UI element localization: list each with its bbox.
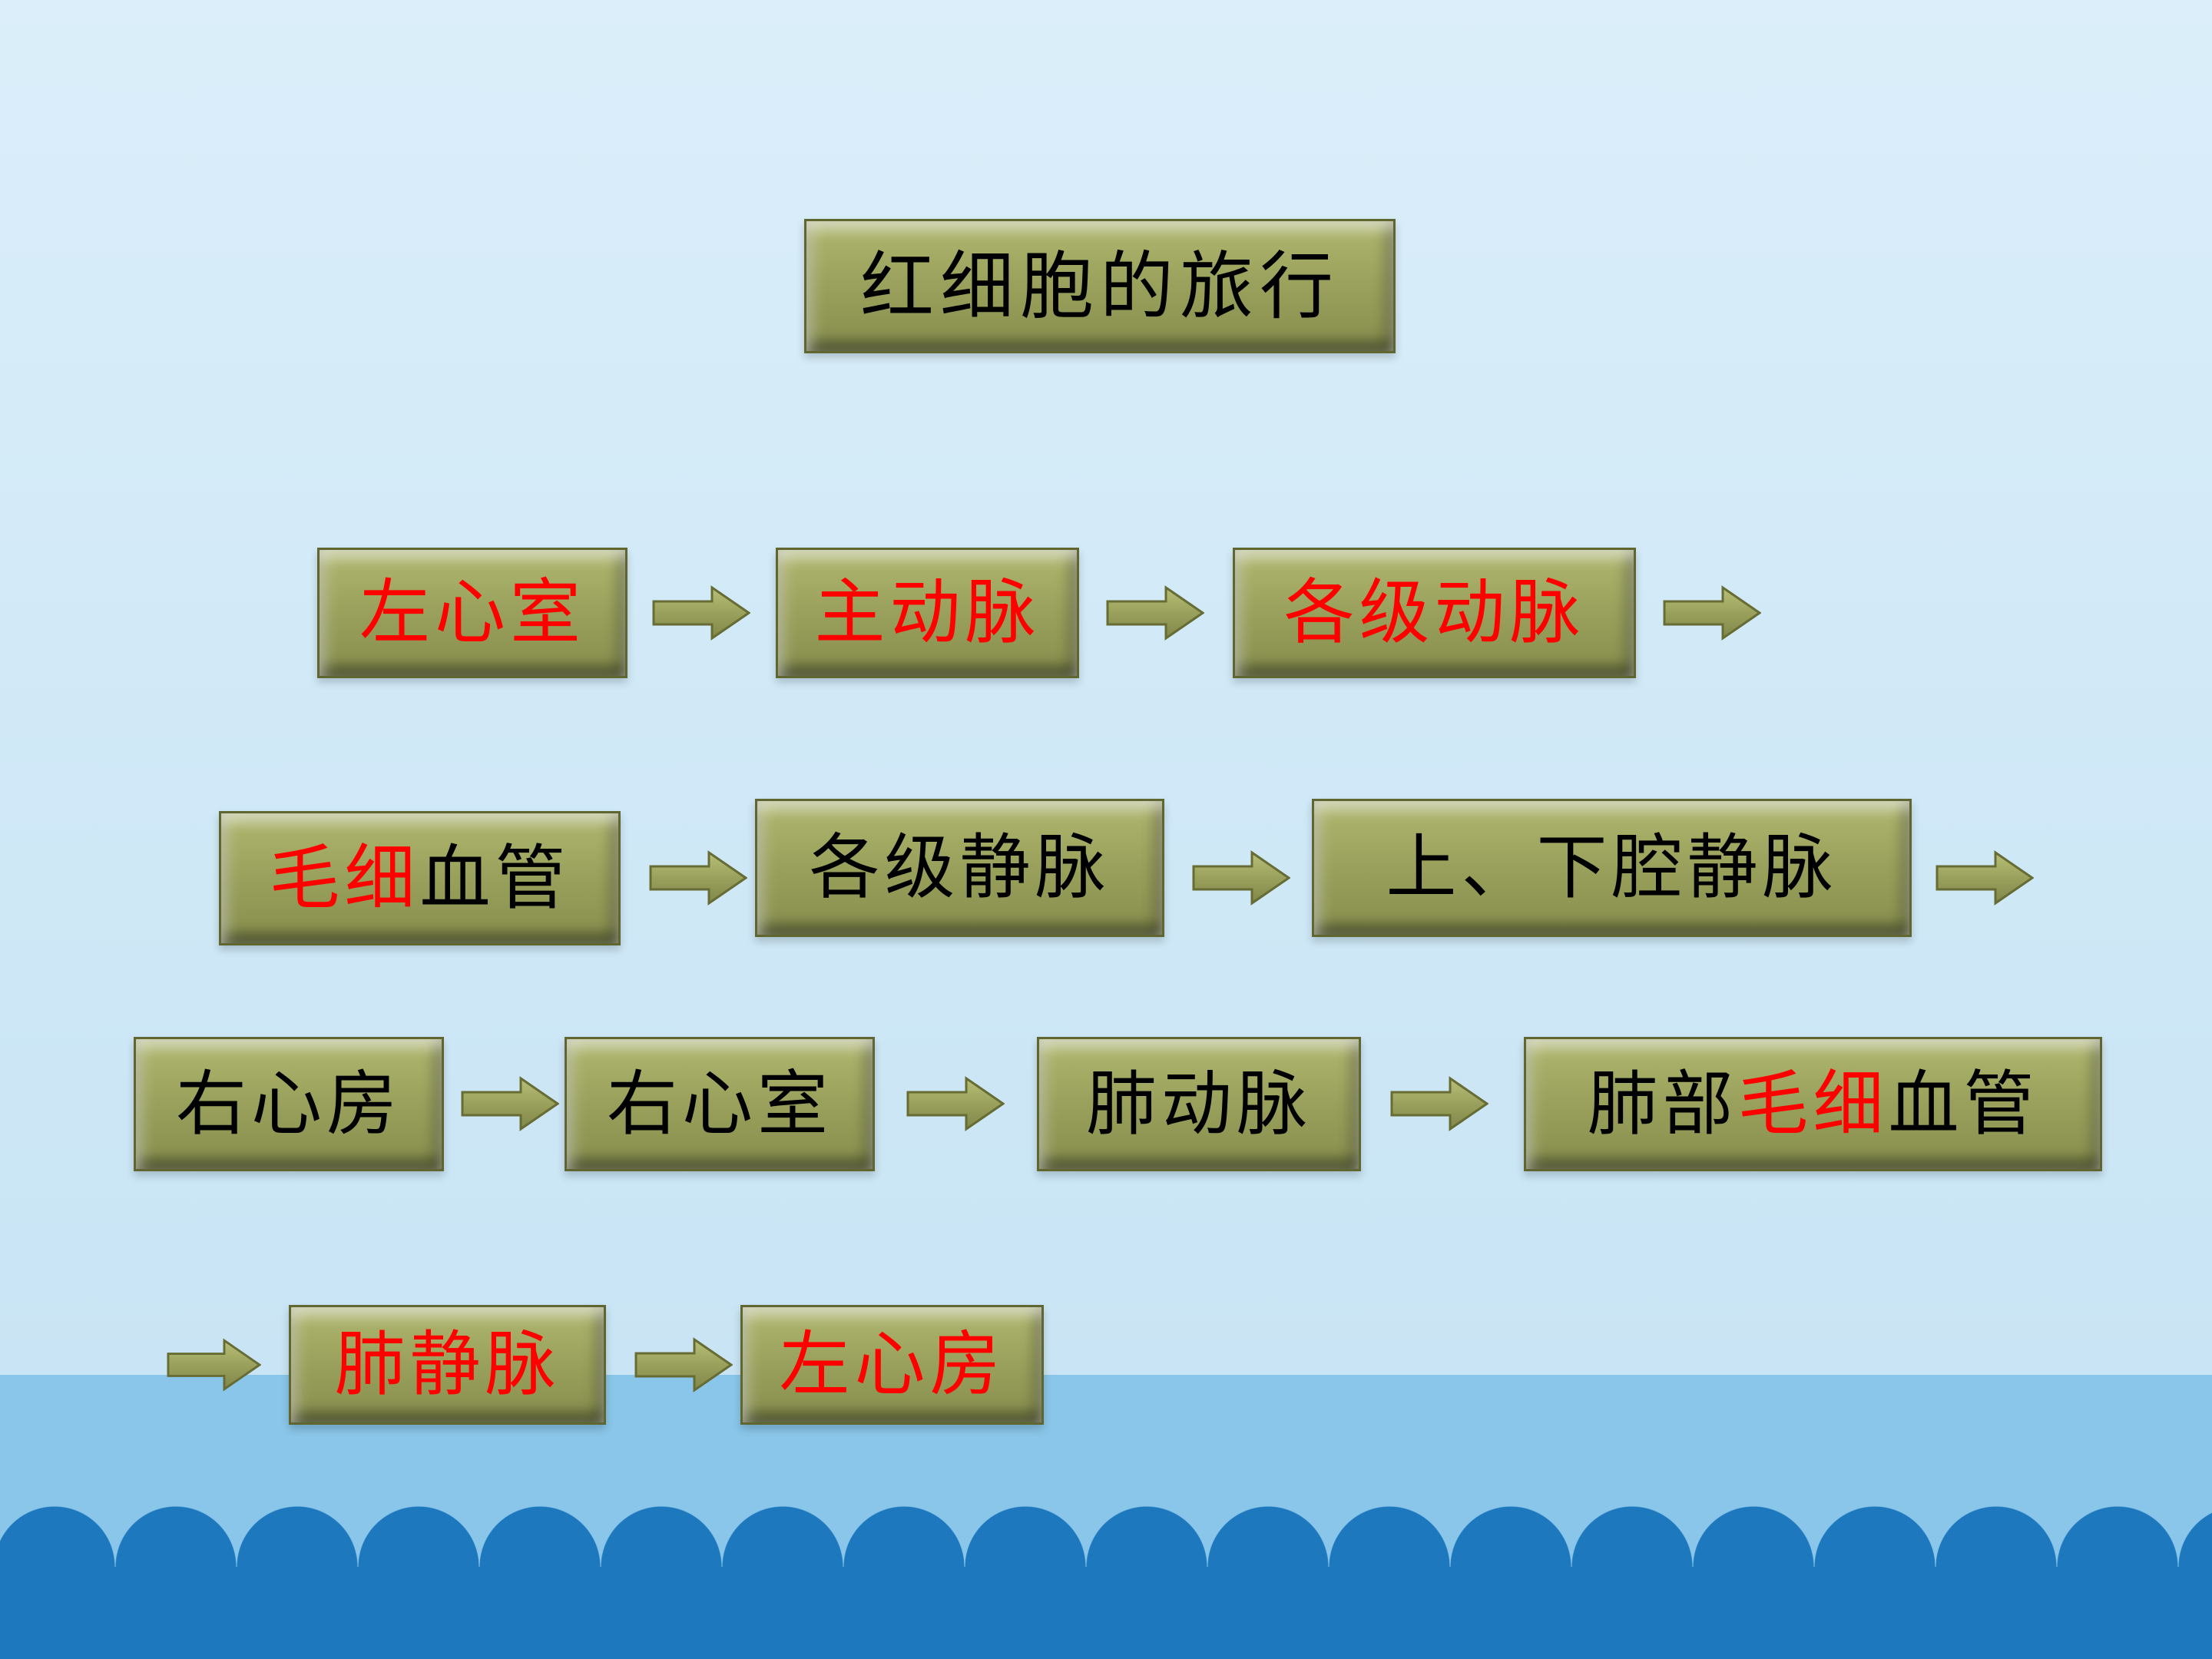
box-label: 主动脉 bbox=[814, 571, 1041, 654]
box-label: 左心房 bbox=[779, 1323, 1005, 1406]
box-veins: 各级静脉 bbox=[755, 799, 1164, 937]
box-label-segment: 毛细 bbox=[1737, 1062, 1889, 1145]
box-label: 上、下腔静脉 bbox=[1386, 826, 1838, 909]
right-arrow-icon bbox=[1106, 586, 1204, 640]
title-box: 红细胞的旅行 bbox=[804, 219, 1396, 353]
box-label: 肺静脉 bbox=[334, 1323, 561, 1406]
box-left-ventricle: 左心室 bbox=[317, 548, 628, 678]
box-label: 各级静脉 bbox=[809, 826, 1111, 909]
box-capillaries: 毛细血管 bbox=[219, 811, 621, 945]
box-label-segment: 血管 bbox=[1888, 1062, 2039, 1145]
box-aorta: 主动脉 bbox=[776, 548, 1079, 678]
right-arrow-icon bbox=[634, 1338, 733, 1392]
right-arrow-icon bbox=[906, 1077, 1005, 1131]
box-label-segment: 血管 bbox=[419, 836, 571, 919]
right-arrow-icon bbox=[461, 1077, 559, 1131]
box-pulmonary-capillaries: 肺部毛细血管 bbox=[1524, 1037, 2102, 1171]
right-arrow-icon bbox=[167, 1339, 261, 1391]
right-arrow-icon bbox=[1390, 1077, 1488, 1131]
box-label: 左心室 bbox=[359, 571, 585, 654]
wave-decoration bbox=[0, 1505, 2212, 1659]
box-vena-cava: 上、下腔静脉 bbox=[1312, 799, 1912, 937]
box-pulmonary-vein: 肺静脉 bbox=[289, 1305, 606, 1425]
right-arrow-icon bbox=[1192, 851, 1290, 905]
right-arrow-icon bbox=[1936, 851, 2034, 905]
box-pulmonary-artery: 肺动脉 bbox=[1037, 1037, 1361, 1171]
right-arrow-icon bbox=[649, 851, 747, 905]
right-arrow-icon bbox=[1663, 586, 1761, 640]
box-label-segment: 肺部 bbox=[1587, 1062, 1738, 1145]
right-arrow-icon bbox=[652, 586, 750, 640]
box-left-atrium: 左心房 bbox=[740, 1305, 1044, 1425]
box-right-atrium: 右心房 bbox=[134, 1037, 444, 1171]
box-label: 各级动脉 bbox=[1283, 571, 1585, 654]
box-label: 肺动脉 bbox=[1085, 1062, 1312, 1145]
box-label: 右心室 bbox=[606, 1062, 833, 1145]
box-label: 右心房 bbox=[175, 1062, 402, 1145]
page-title: 红细胞的旅行 bbox=[860, 243, 1339, 329]
box-right-ventricle: 右心室 bbox=[565, 1037, 875, 1171]
box-label-segment: 毛细 bbox=[269, 836, 420, 919]
box-arteries: 各级动脉 bbox=[1233, 548, 1636, 678]
